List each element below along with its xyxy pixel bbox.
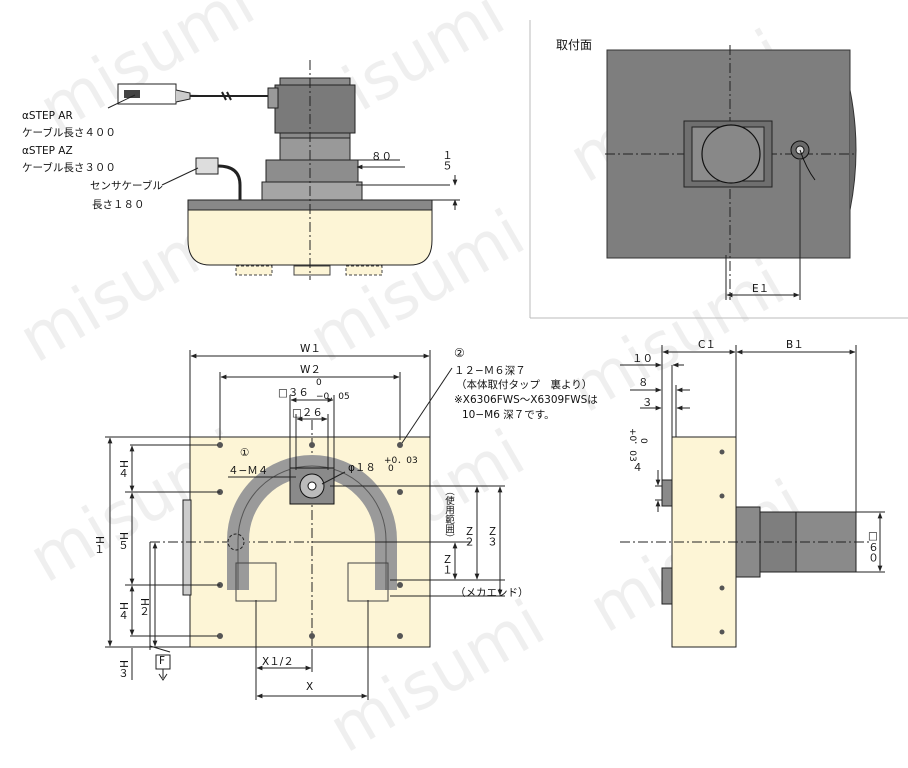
label-z1: Ｚ１ bbox=[441, 554, 453, 575]
label-datum-f: F bbox=[159, 655, 166, 667]
label-circle-1: ① bbox=[240, 447, 250, 459]
mounting-hole bbox=[397, 633, 403, 639]
label-w1: W１ bbox=[300, 343, 321, 355]
sensor-cable-length: 長さ１８０ bbox=[92, 199, 145, 211]
stage-foot bbox=[345, 265, 383, 276]
label-z3: Ｚ３ bbox=[486, 526, 498, 547]
label-sq36: □３６ bbox=[278, 387, 309, 399]
side-hole bbox=[719, 493, 725, 499]
table-hole bbox=[307, 481, 317, 491]
side-top-view bbox=[107, 60, 460, 280]
leader-line bbox=[401, 367, 453, 444]
side-hole bbox=[719, 449, 725, 455]
cable-az-length: ケーブル長さ３００ bbox=[22, 162, 116, 174]
tap-exception-detail: 10−M6 深７です。 bbox=[462, 409, 555, 421]
label-c1: C１ bbox=[698, 339, 716, 351]
label-4-m4: ４−Ｍ４ bbox=[228, 465, 269, 477]
stage-body bbox=[187, 209, 433, 266]
label-80: ８０ bbox=[371, 151, 392, 163]
front-view bbox=[105, 350, 505, 700]
right-side-view bbox=[620, 345, 885, 648]
sensor-cable-label: センサケーブル bbox=[90, 180, 163, 192]
label-h2: H２ bbox=[138, 598, 150, 617]
leader-line bbox=[149, 645, 171, 653]
mounting-hole bbox=[397, 442, 403, 448]
phi18-tol-lower: 0 bbox=[388, 464, 394, 474]
sensor-hole bbox=[227, 533, 245, 551]
side-hole bbox=[719, 629, 725, 635]
mounting-hole bbox=[309, 633, 315, 639]
mounting-holes bbox=[217, 442, 403, 639]
motor-adapter bbox=[279, 137, 351, 161]
side-block bbox=[182, 499, 192, 596]
motor-boss bbox=[701, 124, 761, 184]
label-h3: H３ bbox=[117, 660, 129, 679]
leader-line bbox=[321, 471, 346, 485]
sq36-tol-lower: −0．05 bbox=[316, 392, 350, 402]
label-x-half: X１/２ bbox=[262, 656, 294, 668]
label-sq26: □２６ bbox=[292, 407, 323, 419]
sensor-cable bbox=[799, 149, 816, 181]
side-hole bbox=[719, 585, 725, 591]
phi18-tol-upper: +0．03 bbox=[384, 456, 418, 466]
motor-cable bbox=[174, 91, 268, 101]
label-z2: Ｚ２ bbox=[463, 526, 475, 547]
connector-boot bbox=[175, 89, 191, 103]
motor-connector bbox=[267, 87, 279, 109]
mounting-hole bbox=[397, 489, 403, 495]
sensor-cable bbox=[217, 164, 242, 200]
mounting-hole bbox=[397, 582, 403, 588]
label-phi18: φ１８ bbox=[348, 462, 376, 474]
tap-note: （本体取付タップ 裏より） bbox=[456, 379, 593, 391]
label-8: ８ bbox=[638, 377, 649, 389]
cable-az-model: αSTEP AZ bbox=[22, 145, 73, 157]
label-working-range: （使用範囲） bbox=[443, 486, 454, 543]
d4-tol-upper: +0．03 bbox=[627, 428, 637, 462]
label-circle-2: ② bbox=[454, 346, 465, 360]
label-h4-top: H４ bbox=[117, 460, 129, 479]
cable-ar-length: ケーブル長さ４００ bbox=[22, 127, 116, 139]
tap-exception: ※X6306FWS～X6309FWSは bbox=[454, 394, 598, 406]
mounting-hole bbox=[217, 633, 223, 639]
side-table-edge bbox=[661, 479, 673, 507]
motor-mount bbox=[261, 181, 363, 201]
label-w2: W２ bbox=[300, 364, 321, 376]
motor-base bbox=[265, 159, 359, 183]
mounting-face-view bbox=[529, 20, 908, 319]
d4-tol-lower: 0 bbox=[638, 438, 648, 444]
sensor-connector bbox=[195, 157, 219, 175]
cable-ar-model: αSTEP AR bbox=[22, 110, 73, 122]
connector-pin bbox=[124, 90, 140, 98]
side-sensor bbox=[661, 567, 673, 605]
label-10: １０ bbox=[632, 353, 653, 365]
label-3: ３ bbox=[642, 397, 653, 409]
stage-foot bbox=[235, 265, 273, 276]
label-4: ４ bbox=[631, 462, 643, 473]
label-h1: H１ bbox=[93, 536, 105, 555]
u-slot-center bbox=[237, 465, 387, 590]
datum-f-arrow bbox=[158, 669, 168, 681]
mounting-hole bbox=[309, 442, 315, 448]
label-h5: H５ bbox=[117, 532, 129, 551]
stage-foot bbox=[293, 265, 331, 276]
label-e1: E１ bbox=[752, 283, 770, 295]
label-b1: B１ bbox=[786, 339, 804, 351]
sq36-tol-upper: 0 bbox=[316, 378, 322, 388]
label-h4-bottom: H４ bbox=[117, 602, 129, 621]
label-sq60: □６０ bbox=[867, 530, 879, 563]
label-15: １５ bbox=[441, 150, 453, 171]
mounting-face-title: 取付面 bbox=[556, 38, 593, 52]
label-x: X bbox=[306, 681, 314, 693]
motor-flange-side bbox=[274, 84, 356, 134]
leader-line bbox=[107, 94, 136, 109]
leader-line bbox=[161, 167, 199, 186]
tap-spec: １２−Ｍ６深７ bbox=[454, 365, 526, 377]
mounting-hole bbox=[217, 442, 223, 448]
drawing-canvas bbox=[105, 20, 908, 700]
side-holes bbox=[719, 449, 725, 635]
plate-edge bbox=[849, 89, 857, 211]
label-mech-end: （メカエンド） bbox=[455, 587, 529, 599]
